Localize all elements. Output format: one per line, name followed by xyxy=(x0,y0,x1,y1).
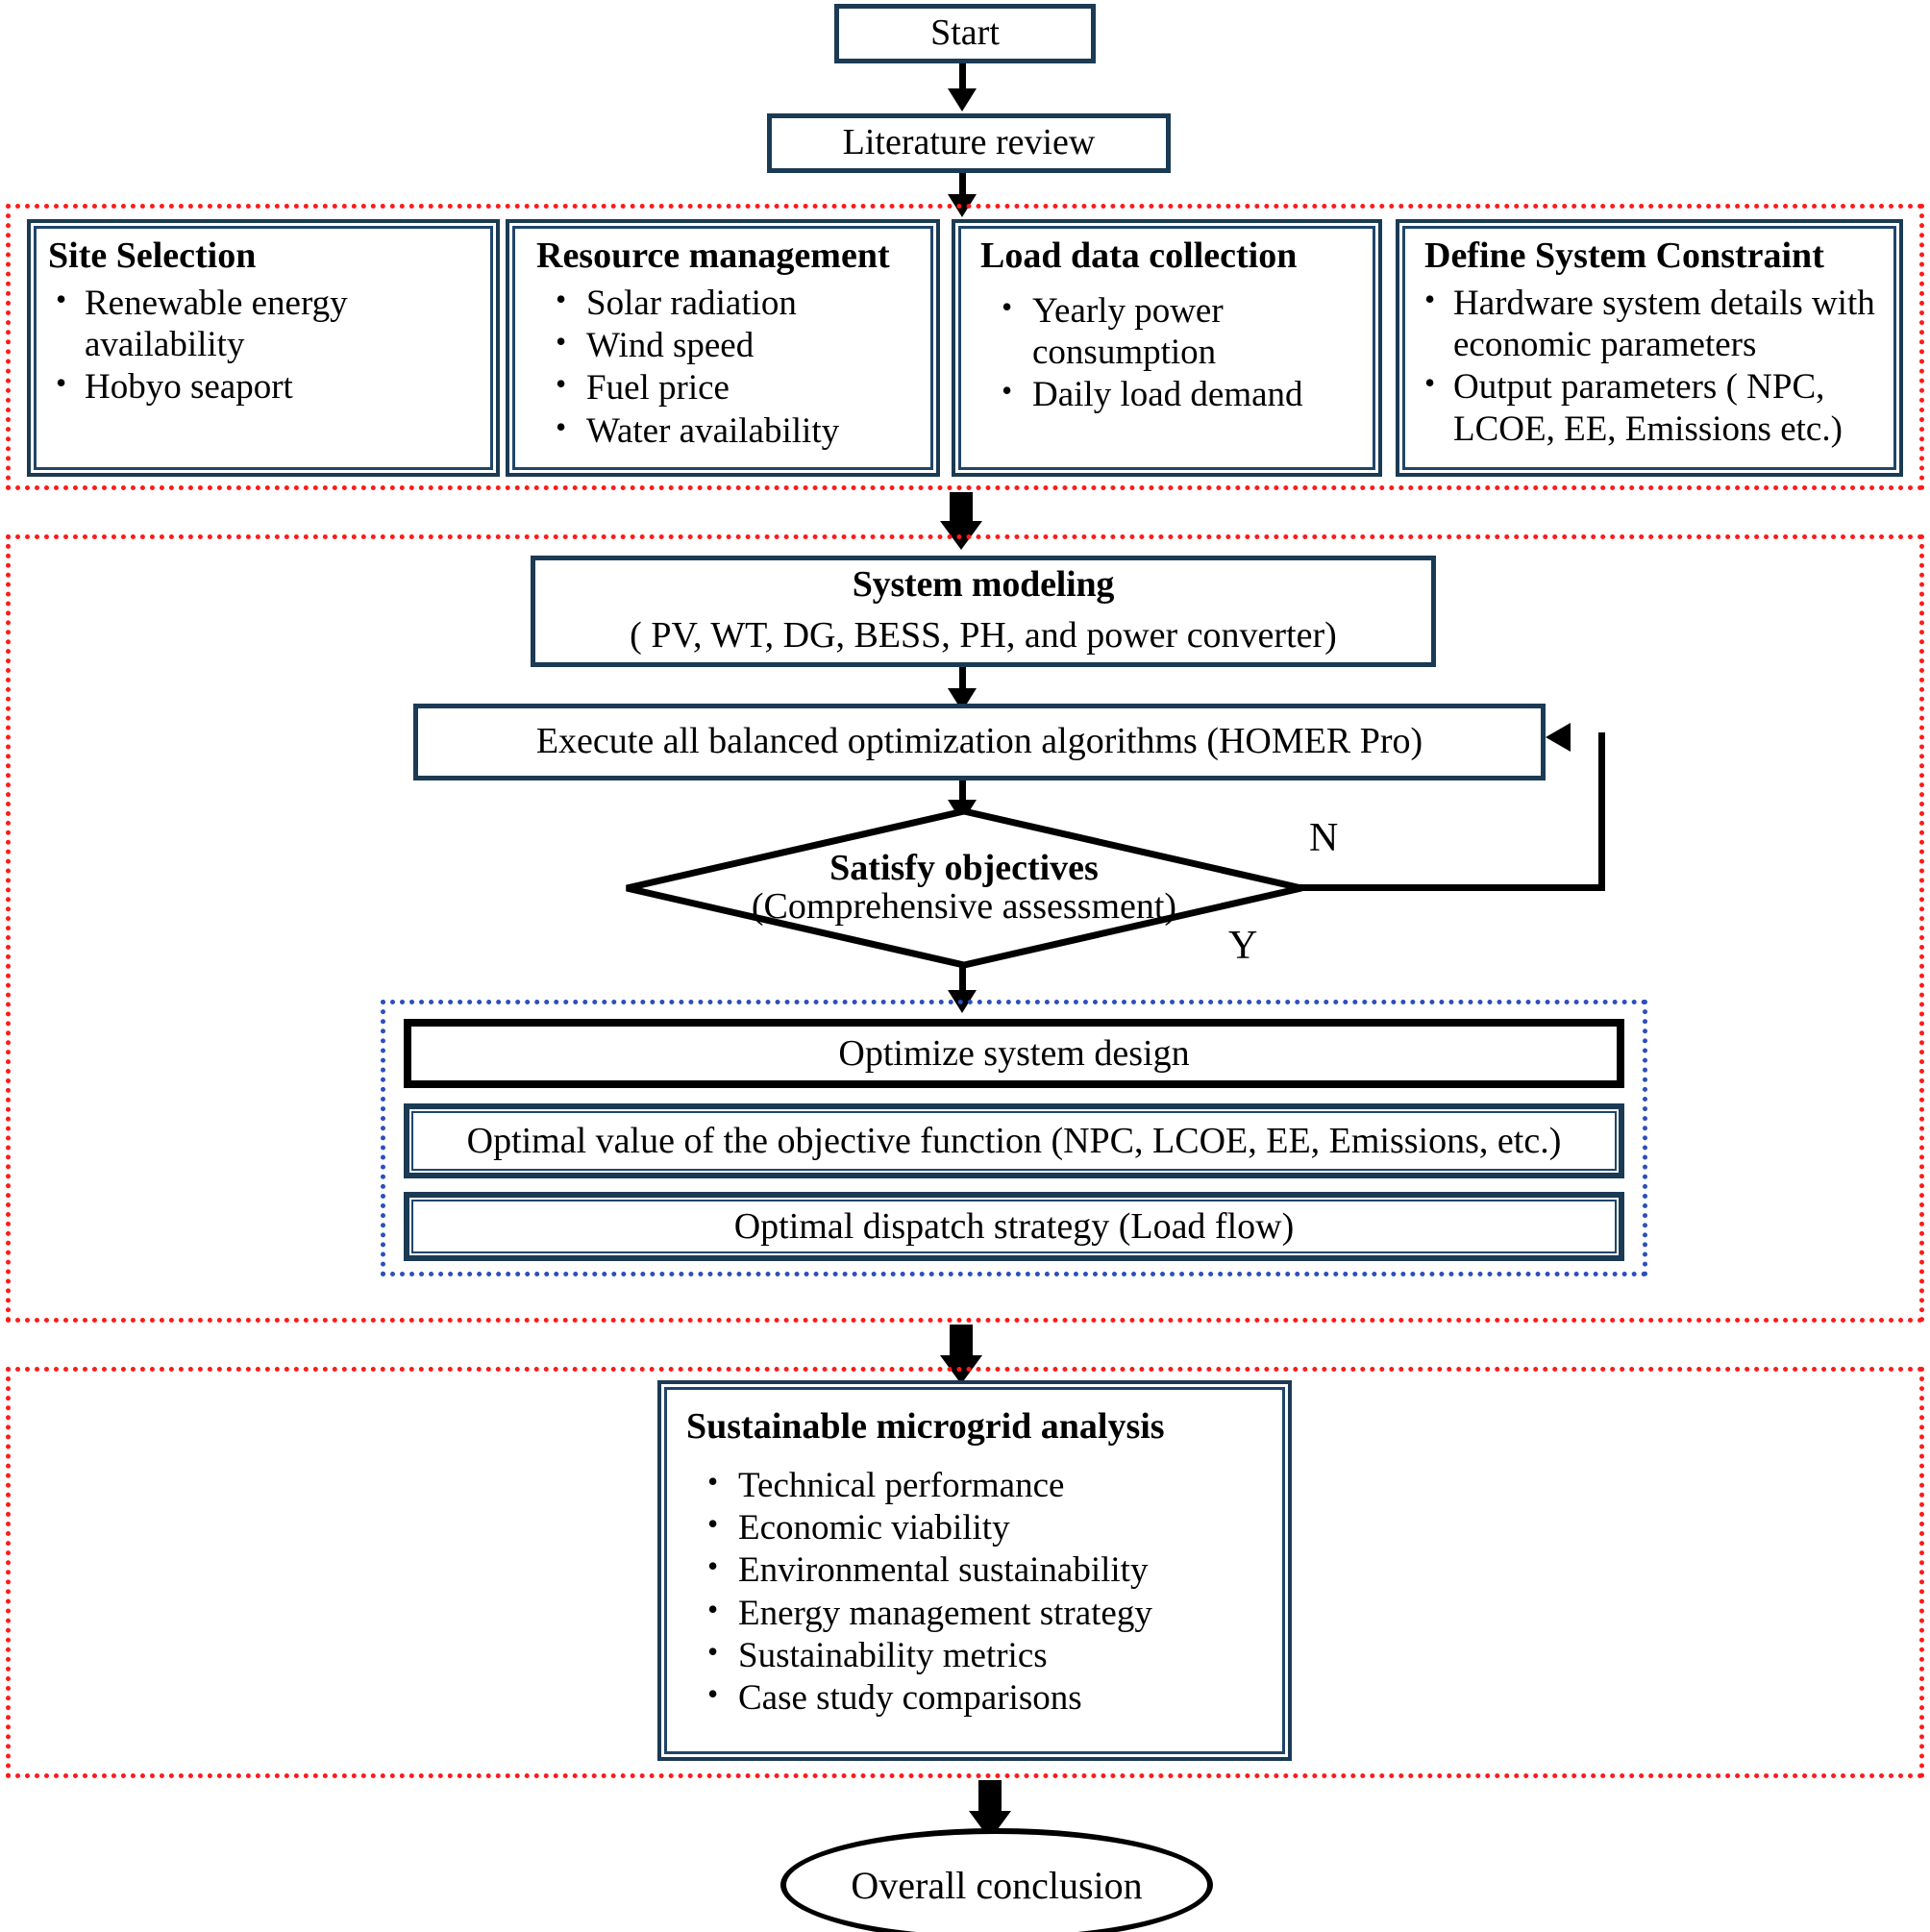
node-execute-optimization-label: Execute all balanced optimization algori… xyxy=(535,721,1423,762)
node-execute-optimization: Execute all balanced optimization algori… xyxy=(413,704,1546,780)
list-item: Sustainability metrics xyxy=(679,1634,1273,1676)
list-item: Solar radiation xyxy=(527,282,921,324)
list-item: Yearly power consumption xyxy=(973,289,1363,374)
list-item: Fuel price xyxy=(527,366,921,409)
node-system-modeling: System modeling ( PV, WT, DG, BESS, PH, … xyxy=(531,556,1436,667)
branch-no-label: N xyxy=(1309,816,1339,860)
arrow-modeling-to-execute xyxy=(959,667,966,692)
arrow-literature-to-inputs xyxy=(959,173,966,200)
branch-yes-label: Y xyxy=(1228,924,1258,968)
list-item: Water availability xyxy=(527,409,921,452)
node-site-selection-list: Renewable energy availability Hobyo seap… xyxy=(48,282,481,409)
node-overall-conclusion: Overall conclusion xyxy=(780,1828,1213,1932)
group-modeling-optimization xyxy=(6,534,1924,1323)
node-optimal-dispatch-label: Optimal dispatch strategy (Load flow) xyxy=(733,1206,1295,1247)
list-item: Energy management strategy xyxy=(679,1592,1273,1634)
node-load-data-collection-title: Load data collection xyxy=(980,235,1298,276)
node-load-data-collection: Load data collection Yearly power consum… xyxy=(952,219,1382,477)
arrow-results-to-analysis xyxy=(950,1325,973,1359)
node-literature-review: Literature review xyxy=(767,113,1171,173)
node-optimal-dispatch: Optimal dispatch strategy (Load flow) xyxy=(404,1192,1624,1261)
node-sustainable-analysis-list: Technical performance Economic viability… xyxy=(679,1464,1273,1720)
list-item: Daily load demand xyxy=(973,373,1363,415)
node-load-data-collection-list: Yearly power consumption Daily load dema… xyxy=(973,289,1363,416)
branch-no-horizontal xyxy=(1299,884,1605,891)
arrow-decision-to-results xyxy=(959,965,966,996)
arrow-inputs-to-modeling xyxy=(950,492,973,525)
node-optimal-objective-value: Optimal value of the objective function … xyxy=(404,1103,1624,1178)
diamond-shape xyxy=(626,807,1302,969)
node-define-system-constraint-title: Define System Constraint xyxy=(1424,235,1824,276)
node-decision-satisfy-objectives: Satisfy objectives (Comprehensive assess… xyxy=(623,807,1305,969)
node-resource-management: Resource management Solar radiation Wind… xyxy=(506,219,940,477)
group-data-inputs xyxy=(6,204,1924,490)
arrowhead-start-to-literature xyxy=(948,88,977,111)
list-item: Case study comparisons xyxy=(679,1676,1273,1719)
arrow-execute-to-decision xyxy=(959,780,966,807)
node-sustainable-analysis-title: Sustainable microgrid analysis xyxy=(686,1406,1165,1447)
list-item: Output parameters ( NPC, LCOE, EE, Emiss… xyxy=(1417,365,1884,450)
node-site-selection-title: Site Selection xyxy=(48,235,257,276)
node-optimal-objective-value-label: Optimal value of the objective function … xyxy=(466,1121,1562,1161)
node-start: Start xyxy=(834,4,1096,63)
list-item: Hobyo seaport xyxy=(48,365,481,408)
node-overall-conclusion-label: Overall conclusion xyxy=(851,1863,1143,1907)
node-sustainable-analysis: Sustainable microgrid analysis Technical… xyxy=(657,1380,1292,1761)
list-item: Wind speed xyxy=(527,324,921,366)
node-define-system-constraint-list: Hardware system details with economic pa… xyxy=(1417,282,1884,450)
node-define-system-constraint: Define System Constraint Hardware system… xyxy=(1396,219,1903,477)
branch-no-vertical xyxy=(1598,732,1605,891)
list-item: Hardware system details with economic pa… xyxy=(1417,282,1884,366)
node-site-selection: Site Selection Renewable energy availabi… xyxy=(27,219,500,477)
group-sustainable-analysis xyxy=(6,1367,1924,1778)
node-start-label: Start xyxy=(930,12,1000,54)
node-optimize-system-design: Optimize system design xyxy=(404,1019,1624,1088)
list-item: Renewable energy availability xyxy=(48,282,481,366)
arrowhead-branch-no xyxy=(1546,723,1571,752)
list-item: Environmental sustainability xyxy=(679,1548,1273,1591)
node-resource-management-list: Solar radiation Wind speed Fuel price Wa… xyxy=(527,282,921,452)
arrow-start-to-literature xyxy=(959,63,966,92)
node-system-modeling-line1: System modeling xyxy=(852,563,1115,605)
group-optimization-results xyxy=(381,1000,1647,1276)
list-item: Economic viability xyxy=(679,1506,1273,1548)
node-literature-review-label: Literature review xyxy=(842,122,1096,163)
node-optimize-system-design-label: Optimize system design xyxy=(838,1033,1190,1074)
node-resource-management-title: Resource management xyxy=(536,235,890,276)
arrow-analysis-to-conclusion xyxy=(978,1780,1002,1815)
node-system-modeling-line2: ( PV, WT, DG, BESS, PH, and power conver… xyxy=(630,615,1337,656)
list-item: Technical performance xyxy=(679,1464,1273,1506)
